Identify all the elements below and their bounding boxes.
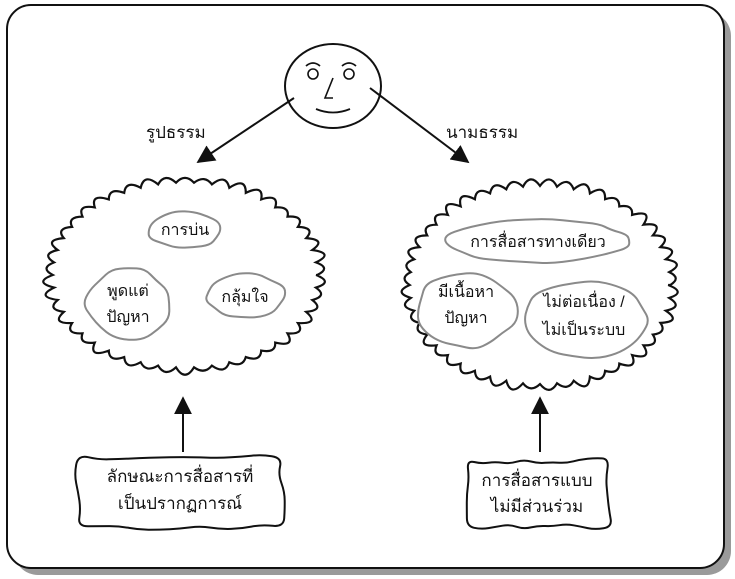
left-branch-label: รูปธรรม [146, 123, 206, 143]
right-item-1-text: การสื่อสารทางเดียว [470, 230, 606, 251]
bottom-right-line-2: ไม่มีส่วนร่วม [489, 496, 583, 516]
right-item-2-blob [416, 272, 519, 350]
bottom-right-box [465, 457, 612, 530]
right-item-3-line-1: ไม่ต่อเนื่อง / [541, 290, 625, 311]
bottom-left-box [74, 454, 286, 531]
right-item-2-line-2: ปัญหา [444, 310, 487, 327]
left-item-3-text: กลุ้มใจ [221, 287, 268, 307]
left-item-2-blob [83, 267, 171, 341]
right-item-3-blob [524, 280, 649, 360]
right-item-1-blob [444, 218, 631, 264]
frame [6, 4, 725, 569]
left-item-1-blob [147, 210, 222, 249]
bottom-right-line-1: การสื่อสารแบบ [481, 468, 592, 490]
right-item-3-line-2: ไม่เป็นระบบ [541, 319, 626, 339]
left-item-2-line-2: ปัญหา [106, 309, 149, 326]
left-item-3-blob [205, 272, 287, 319]
left-item-2-line-1: พูดแต่ [107, 283, 149, 301]
left-item-1-text: การบ่น [161, 222, 209, 239]
arrow-left [196, 97, 295, 163]
arrow-right [369, 87, 470, 164]
right-item-2-line-1: มีเนื้อหา [438, 280, 494, 301]
face-icon [284, 43, 382, 129]
bottom-left-line-1: ลักษณะการสื่อสารที่ [107, 464, 254, 486]
bottom-left-line-2: เป็นปรากฏการณ์ [118, 492, 242, 513]
right-branch-label: นามธรรม [446, 123, 518, 142]
